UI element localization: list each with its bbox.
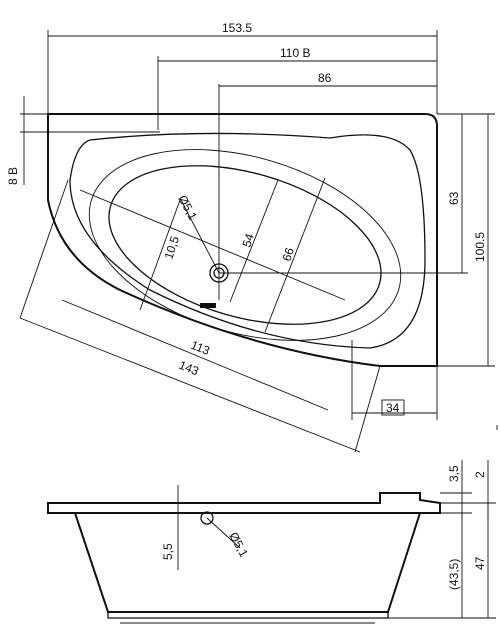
overflow xyxy=(200,303,216,308)
dim-47: 47 xyxy=(473,556,487,570)
dim-54: 54 xyxy=(240,232,258,249)
tub-outline xyxy=(47,113,438,367)
side-body xyxy=(74,512,421,613)
dim-43-5: (43,5) xyxy=(447,559,461,590)
dim-66: 66 xyxy=(280,246,298,263)
top-view: 153.5 110 B 86 8 B 63 100.5 34 Ø5,1 10,5 xyxy=(6,21,498,453)
side-view: 3,5 2 (43,5) 47 5,5 Ø5,1 xyxy=(47,460,496,624)
dim-34: 34 xyxy=(386,401,400,415)
dim-63: 63 xyxy=(447,191,461,205)
dim-drain-dia-side: Ø5,1 xyxy=(226,530,251,560)
dim-86: 86 xyxy=(318,71,332,85)
dim-drain-dia-top: Ø5,1 xyxy=(175,193,200,223)
tub-basin-outer xyxy=(88,149,402,341)
tub-basin xyxy=(108,165,382,325)
dim-8-b: 8 B xyxy=(6,167,20,185)
tub-inner-rim xyxy=(69,132,426,349)
dim-143: 143 xyxy=(177,358,201,379)
dim-113: 113 xyxy=(189,338,212,358)
dim-153-5: 153.5 xyxy=(222,21,252,35)
dim-5-5: 5,5 xyxy=(161,543,175,560)
dim-10-5: 10,5 xyxy=(162,234,183,261)
side-overflow xyxy=(200,511,214,525)
dim-3-5: 3,5 xyxy=(447,465,461,482)
dim-2: 2 xyxy=(473,471,487,478)
dim-100-5: 100.5 xyxy=(473,232,487,262)
side-rim xyxy=(47,492,441,514)
dim-110-b: 110 B xyxy=(280,46,310,60)
